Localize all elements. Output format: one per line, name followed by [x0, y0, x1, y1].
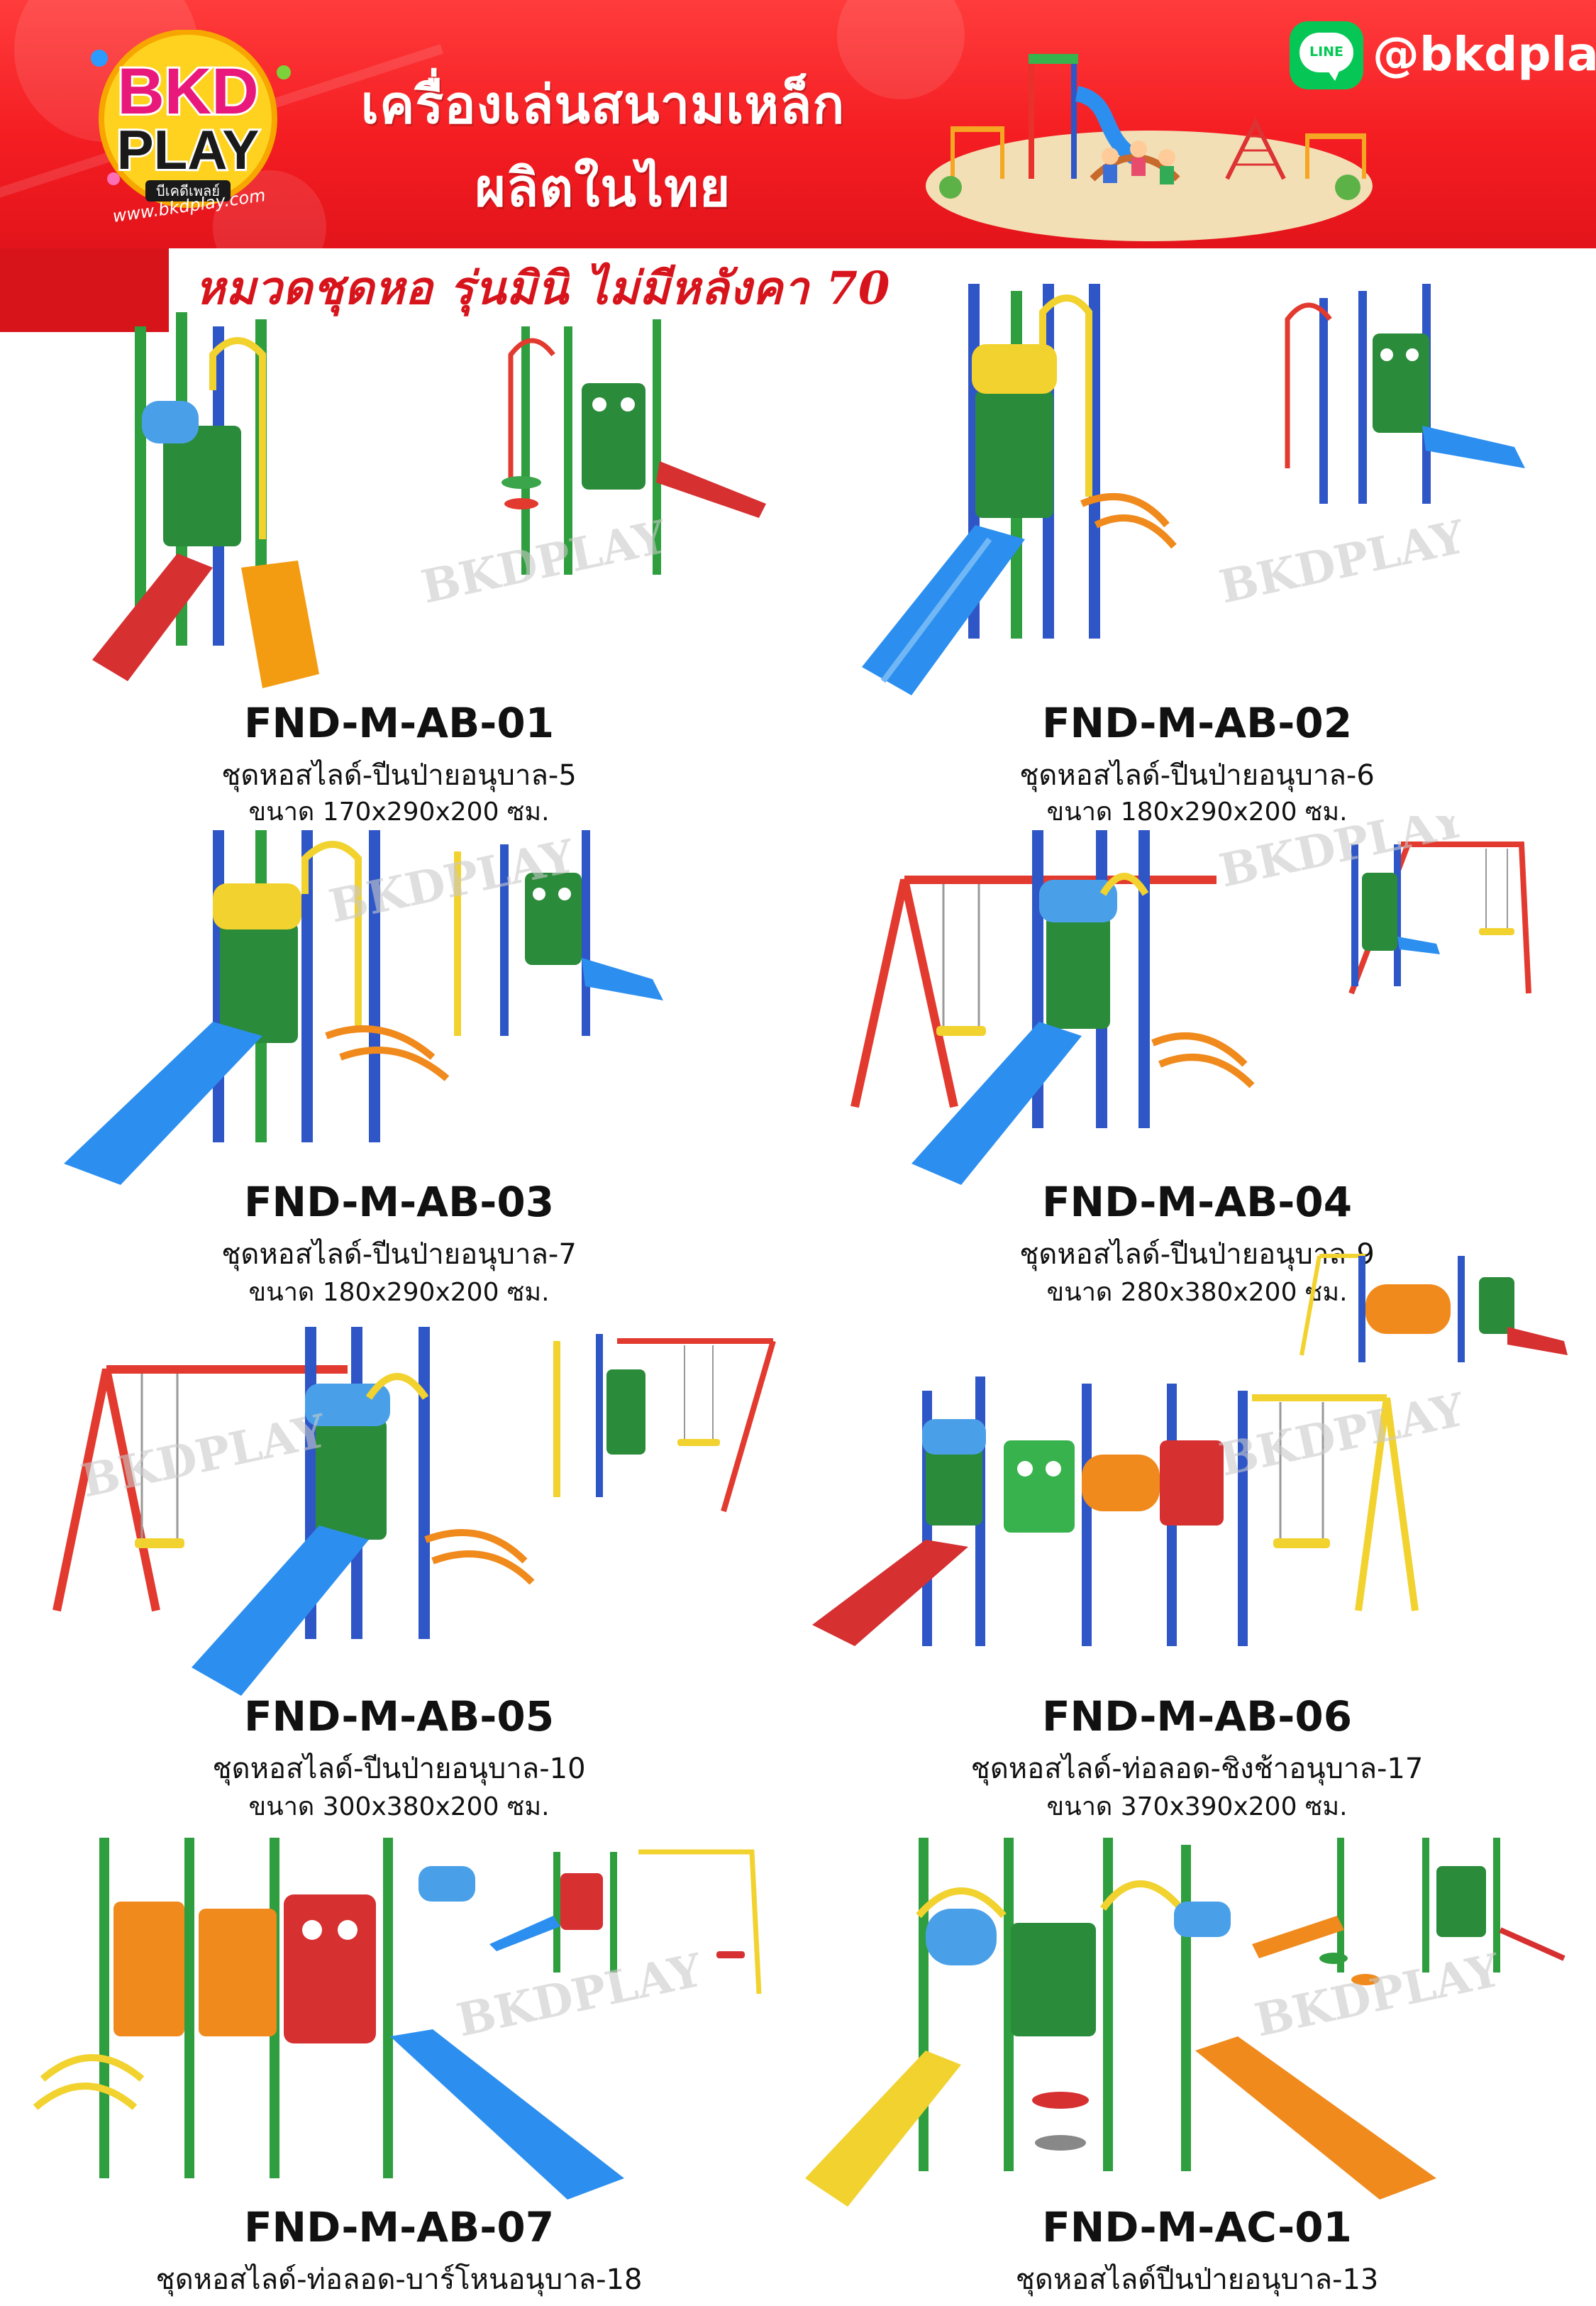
- watermark: BKDPLAY: [417, 510, 672, 614]
- playground-scene-illustration: [926, 54, 1373, 241]
- product-size: ขนาด 180x290x200 ซม.: [248, 1278, 550, 1307]
- product-name: ชุดหอสไลด์-ปีนป่ายอนุบาล-9: [1019, 1238, 1375, 1271]
- watermark: BKDPLAY: [1215, 510, 1470, 614]
- product-size: ขนาด 180x290x200 ซม.: [1046, 798, 1348, 827]
- playground-illustration: BKDPLAY: [92, 312, 766, 688]
- product-name: ชุดหอสไลด์-ปีนป่ายอนุบาล-6: [1019, 759, 1375, 792]
- product-name: ชุดหอสไลด์ปีนป่ายอนุบาล-13: [1015, 2263, 1379, 2296]
- product-size: ขนาด 370x390x200 ซม.: [1046, 1792, 1348, 1821]
- playground-illustration: BKDPLAY: [862, 284, 1525, 695]
- product-card[interactable]: BKDPLAY FND-M-AB-07 ชุดหอสไลด์-ท่อลอด-บา…: [0, 1824, 798, 2306]
- product-card[interactable]: BKDPLAY FND-M-AB-04 ชุดหอสไลด์-ปีนป่ายอน…: [798, 816, 1596, 1313]
- watermark: BKDPLAY: [1215, 816, 1470, 898]
- playground-illustration: BKDPLAY: [64, 829, 663, 1185]
- product-code: FND-M-AB-02: [1041, 699, 1353, 747]
- product-size: ขนาด 170x290x200 ซม.: [248, 798, 550, 827]
- watermark: BKDPLAY: [1251, 1943, 1506, 2048]
- product-name: ชุดหอสไลด์-ปีนป่ายอนุบาล-7: [221, 1238, 577, 1271]
- playground-illustration: BKDPLAY: [805, 1838, 1565, 2207]
- product-card[interactable]: BKDPLAY FND-M-AC-01 ชุดหอสไลด์ปีนป่ายอนุ…: [798, 1824, 1596, 2306]
- product-card[interactable]: BKDPLAY FND-M-AB-05 ชุดหอสไลด์-ปีนป่ายอน…: [0, 1313, 798, 1824]
- product-name: ชุดหอสไลด์-ท่อลอด-ชิงช้าอนุบาล-17: [970, 1753, 1424, 1785]
- line-app-icon[interactable]: LINE: [1290, 21, 1363, 89]
- playground-illustration: BKDPLAY: [52, 1327, 776, 1696]
- playground-illustration: BKDPLAY: [850, 816, 1531, 1185]
- logo-text-top: BKD: [117, 55, 258, 128]
- product-code: FND-M-AB-06: [1041, 1692, 1353, 1740]
- logo-text-bottom: PLAY: [117, 118, 260, 181]
- playground-illustration: BKDPLAY: [33, 1838, 762, 2200]
- decor-circle: [837, 0, 965, 99]
- product-size: ขนาด 300x380x200 ซม.: [248, 1792, 550, 1821]
- headline-line2: ผลิตในไทย: [475, 158, 731, 219]
- header-banner: BKD PLAY บีเคดีเพลย์ www.bkdplay.com เคร…: [0, 0, 1596, 248]
- product-code: FND-M-AB-03: [243, 1178, 555, 1226]
- logo-subtitle: บีเคดีเพลย์: [156, 182, 220, 199]
- product-card[interactable]: BKDPLAY FND-M-AB-03 ชุดหอสไลด์-ปีนป่ายอน…: [0, 816, 798, 1313]
- bkd-play-logo: BKD PLAY บีเคดีเพลย์: [91, 30, 291, 208]
- product-code: FND-M-AB-05: [243, 1692, 555, 1740]
- category-title: หมวดชุดหอ รุ่นมินิ ไม่มีหลังคา 70: [195, 262, 891, 315]
- product-card[interactable]: BKDPLAY FND-M-AB-06 ชุดหอสไลด์-ท่อลอด-ชิ…: [798, 1242, 1596, 1824]
- product-name: ชุดหอสไลด์-ปีนป่ายอนุบาล-10: [212, 1753, 586, 1785]
- product-code: FND-M-AC-01: [1042, 2203, 1352, 2251]
- product-name: ชุดหอสไลด์-ปีนป่ายอนุบาล-5: [221, 759, 577, 792]
- product-name: ชุดหอสไลด์-ท่อลอด-บาร์โหนอนุบาล-18: [155, 2263, 643, 2296]
- playground-illustration: BKDPLAY: [812, 1254, 1568, 1646]
- headline-line1: เครื่องเล่นสนามเหล็ก: [360, 75, 846, 136]
- watermark: BKDPLAY: [453, 1943, 708, 2048]
- category-tab: [0, 248, 169, 332]
- product-code: FND-M-AB-04: [1041, 1178, 1353, 1226]
- product-code: FND-M-AB-01: [243, 699, 555, 747]
- product-size: ขนาด 280x380x200 ซม.: [1046, 1278, 1348, 1307]
- line-badge-text: LINE: [1309, 44, 1344, 60]
- product-code: FND-M-AB-07: [243, 2203, 555, 2251]
- product-card[interactable]: BKDPLAY FND-M-AB-02 ชุดหอสไลด์-ปีนป่ายอน…: [798, 270, 1596, 837]
- line-handle[interactable]: @bkdplay: [1373, 27, 1596, 82]
- product-card[interactable]: BKDPLAY FND-M-AB-01 ชุดหอสไลด์-ปีนป่ายอน…: [0, 270, 798, 837]
